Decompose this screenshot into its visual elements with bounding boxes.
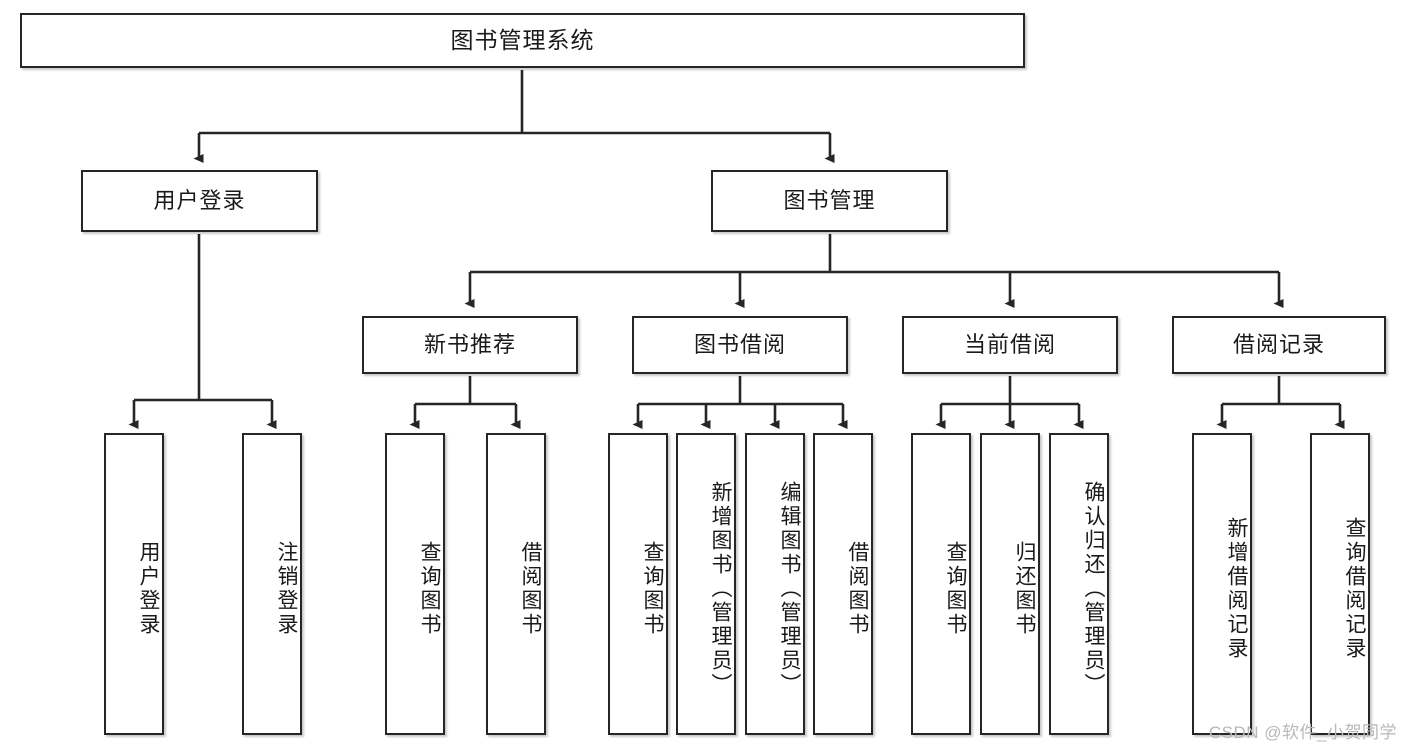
node-label: 借阅记录	[1232, 331, 1325, 357]
node-current-borrow[interactable]: 当前借阅	[902, 316, 1118, 374]
watermark-text: CSDN @软件_小贺同学	[1208, 723, 1397, 742]
node-label: 图书管理	[783, 187, 876, 213]
node-label: 用户登录	[153, 187, 246, 213]
leaf-new-book-query[interactable]: 查询图书	[385, 433, 445, 735]
node-label: 编辑图书（管理员）	[778, 481, 801, 697]
node-label: 查询图书	[944, 541, 967, 637]
leaf-user-login-logout[interactable]: 注销登录	[242, 433, 302, 735]
node-label: 查询借阅记录	[1343, 517, 1366, 661]
node-label: 新增借阅记录	[1225, 517, 1248, 661]
node-book-borrow[interactable]: 图书借阅	[632, 316, 848, 374]
leaf-records-add-record[interactable]: 新增借阅记录	[1192, 433, 1252, 735]
node-label: 查询图书	[418, 541, 441, 637]
leaf-current-confirm-return-admin[interactable]: 确认归还（管理员）	[1049, 433, 1109, 735]
leaf-current-query-book[interactable]: 查询图书	[911, 433, 971, 735]
node-label: 图书管理系统	[450, 26, 595, 53]
leaf-new-book-borrow[interactable]: 借阅图书	[486, 433, 546, 735]
leaf-user-login-login[interactable]: 用户登录	[104, 433, 164, 735]
leaf-current-return-book[interactable]: 归还图书	[980, 433, 1040, 735]
node-label: 新书推荐	[423, 331, 516, 357]
node-label: 归还图书	[1013, 541, 1036, 637]
node-label: 确认归还（管理员）	[1082, 481, 1105, 697]
node-book-management[interactable]: 图书管理	[711, 170, 948, 232]
leaf-borrow-query-book[interactable]: 查询图书	[608, 433, 668, 735]
leaf-borrow-borrow-book[interactable]: 借阅图书	[813, 433, 873, 735]
node-borrow-records[interactable]: 借阅记录	[1172, 316, 1386, 374]
leaf-borrow-add-book-admin[interactable]: 新增图书（管理员）	[676, 433, 736, 735]
node-label: 当前借阅	[963, 331, 1056, 357]
node-label: 借阅图书	[519, 541, 542, 637]
leaf-borrow-edit-book-admin[interactable]: 编辑图书（管理员）	[745, 433, 805, 735]
leaf-records-query-record[interactable]: 查询借阅记录	[1310, 433, 1370, 735]
node-label: 借阅图书	[846, 541, 869, 637]
node-root-system[interactable]: 图书管理系统	[20, 13, 1025, 68]
node-label: 新增图书（管理员）	[709, 481, 732, 697]
node-label: 注销登录	[275, 541, 298, 637]
node-label: 用户登录	[137, 541, 160, 637]
node-label: 查询图书	[641, 541, 664, 637]
node-new-book-recommend[interactable]: 新书推荐	[362, 316, 578, 374]
node-user-login[interactable]: 用户登录	[81, 170, 318, 232]
node-label: 图书借阅	[693, 331, 786, 357]
